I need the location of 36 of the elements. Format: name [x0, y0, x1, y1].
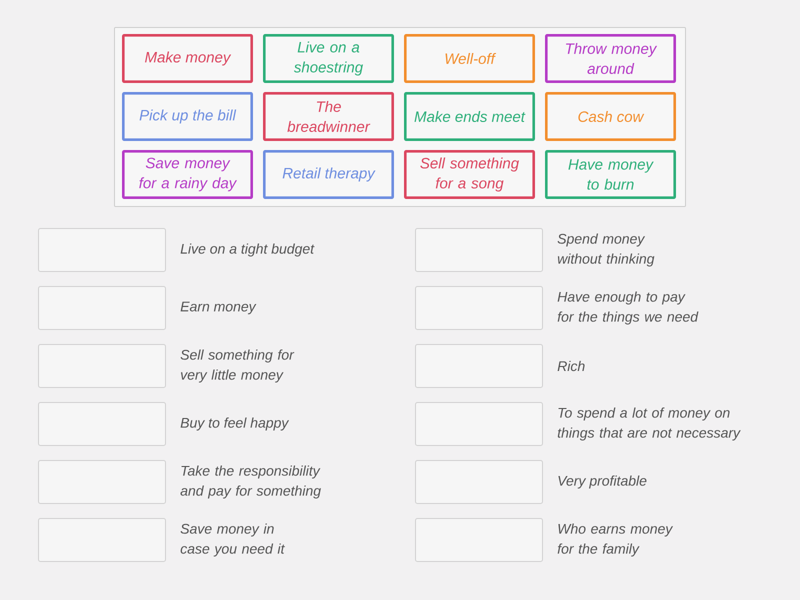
answer-box [38, 286, 166, 330]
definition-text: Earn money [180, 302, 256, 314]
definition-text: Buy to feel happy [180, 417, 290, 431]
answer-box [415, 228, 543, 272]
word-tile: Make ends meet [404, 92, 535, 141]
word-tile: Pick up the bill [122, 92, 253, 141]
definition-text: To spend a lot of money on things that are not necessary [558, 407, 741, 441]
definition-text: Take the responsibility and pay for something [180, 465, 321, 499]
word-tile: The breadwinner [263, 92, 394, 141]
answer-box [415, 286, 543, 330]
definition-text: Sell something for very little money [180, 349, 294, 383]
answer-box [415, 344, 543, 388]
definition-text: Live on a tight budget [180, 243, 315, 257]
word-tile: Live on a shoestring [263, 34, 394, 83]
definition-text: Have enough to pay for the things we need [558, 291, 698, 325]
definition-text: Very profitable [558, 475, 646, 489]
answer-box [38, 518, 166, 562]
answer-box [415, 402, 543, 446]
definition-text: Rich [558, 360, 585, 372]
answer-box [415, 518, 543, 562]
answer-box [415, 460, 543, 504]
word-tile: Well-off [404, 34, 535, 83]
answer-box [38, 460, 166, 504]
definition-text: Save money in case you need it [180, 523, 285, 557]
answer-box [38, 402, 166, 446]
word-tile: Sell something for a song [404, 150, 535, 199]
word-tile: Cash cow [545, 92, 676, 141]
word-tile: Make money [122, 34, 253, 83]
word-tile: Throw money around [545, 34, 676, 83]
word-tile: Have money to burn [545, 150, 676, 199]
answer-box [38, 344, 166, 388]
definition-text: Who earns money for the family [558, 523, 674, 557]
answer-box [38, 228, 166, 272]
word-tile: Save money for a rainy day [122, 150, 253, 199]
definition-text: Spend money without thinking [558, 233, 654, 267]
word-tile: Retail therapy [263, 150, 394, 199]
